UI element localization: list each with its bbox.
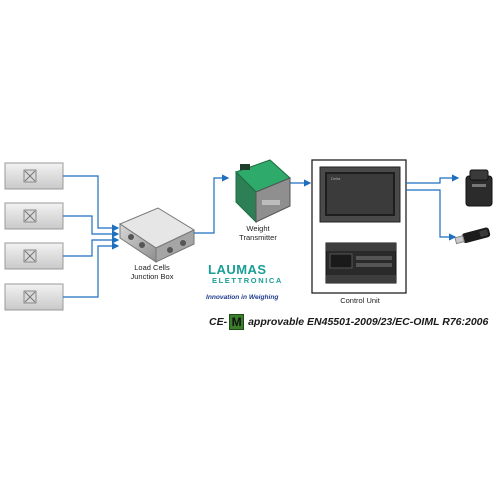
logo-tagline: Innovation in Weighing xyxy=(206,294,279,301)
printer xyxy=(465,169,493,207)
plc xyxy=(325,242,397,284)
load-cell-3 xyxy=(4,242,64,270)
weight-transmitter xyxy=(235,159,291,224)
junction-box xyxy=(118,207,196,263)
svg-text:Delta: Delta xyxy=(331,176,341,181)
cert-text: approvable EN45501-2009/23/EC-OIML R76:2… xyxy=(248,316,489,328)
certification-line: CE- M approvable EN45501-2009/23/EC-OIML… xyxy=(209,314,499,330)
load-cell-2 xyxy=(4,202,64,230)
junction-box-label: Load Cells Junction Box xyxy=(130,263,174,281)
load-cell-1 xyxy=(4,162,64,190)
cert-prefix: CE- xyxy=(209,316,228,328)
logo-name: LAUMAS xyxy=(208,262,267,277)
control-unit-frame xyxy=(311,159,407,294)
laumas-logo: LAUMAS ELETTRONICA Innovation in Weighin… xyxy=(206,262,294,306)
output-arrows xyxy=(406,174,460,241)
load-cell-4 xyxy=(4,283,64,311)
usb-stick xyxy=(454,227,491,245)
weight-transmitter-label: Weight Transmitter xyxy=(239,224,277,242)
cell-to-junction-arrows xyxy=(63,175,120,298)
junction-to-transmitter-arrow xyxy=(194,174,230,234)
hmi-panel: Delta xyxy=(319,166,401,223)
logo-sub: ELETTRONICA xyxy=(212,276,283,285)
m-mark-icon: M xyxy=(229,314,245,330)
control-unit-label: Control Unit xyxy=(340,296,380,305)
